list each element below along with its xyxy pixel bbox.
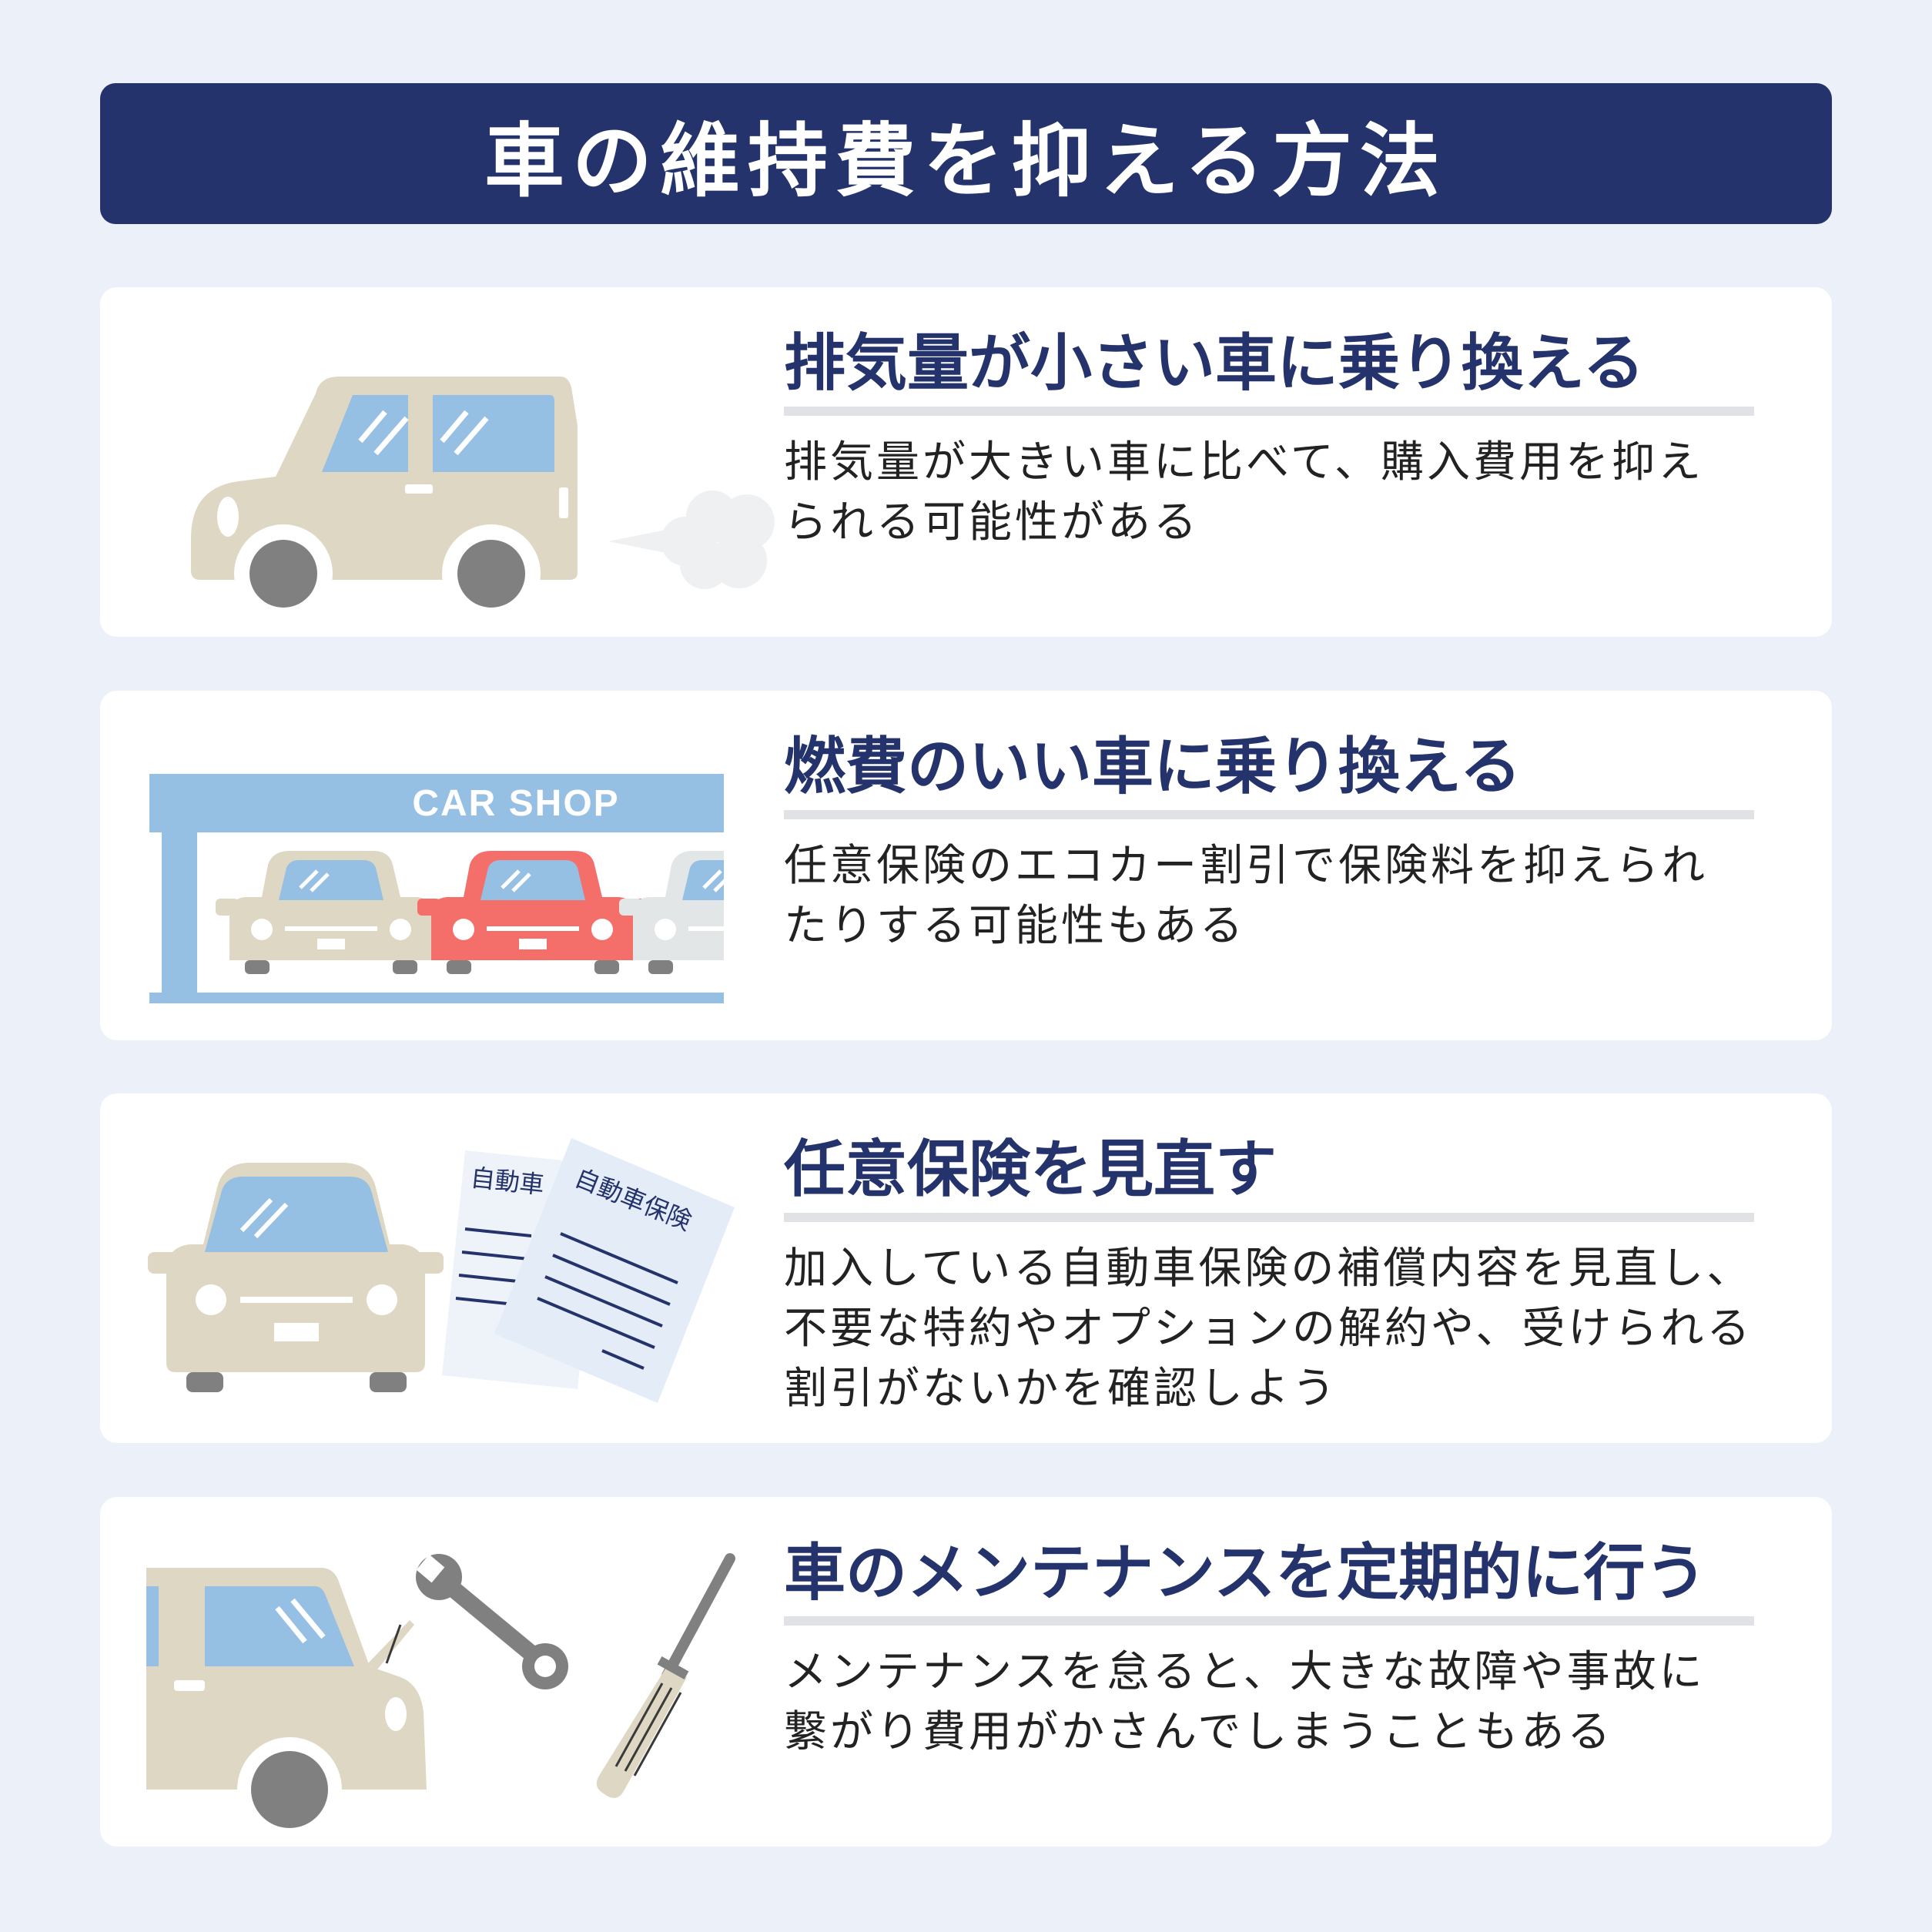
car-open-hood-icon	[146, 1568, 427, 1831]
card-small-displacement: 排気量が小さい車に乗り換える 排気量が大きい車に比べて、購入費用を抑え られる可…	[100, 287, 1832, 637]
card-title: 任意保険を見直す	[784, 1133, 1277, 1205]
red-car-icon	[417, 851, 648, 974]
beige-car-icon	[216, 851, 447, 974]
card-insurance-review: 自動車 自動車保険 任意保険を見直す 加入している自動車保険の補償内容を見直し、…	[100, 1093, 1832, 1443]
car-icon	[191, 377, 578, 621]
shop-sign-text: CAR SHOP	[412, 783, 619, 824]
exhaust-cloud-icon	[608, 491, 775, 589]
card-description: メンテナンスを怠ると、大きな故障や事故に 繋がり費用がかさんでしまうこともある	[784, 1647, 1706, 1757]
car-front-icon	[148, 1163, 444, 1392]
card-description: 排気量が大きい車に比べて、購入費用を抑え られる可能性がある	[784, 437, 1704, 547]
car-exhaust-illustration	[191, 377, 775, 621]
car-shop-building-icon: CAR SHOP	[149, 774, 724, 1003]
car-shop-illustration: CAR SHOP	[149, 774, 724, 1003]
card-regular-maintenance: 車のメンテナンスを定期的に行う メンテナンスを怠ると、大きな故障や事故に 繋がり…	[100, 1497, 1832, 1847]
insurance-document-icon: 自動車保険	[494, 1138, 735, 1403]
screwdriver-icon	[596, 1553, 735, 1798]
title-underline	[784, 1213, 1754, 1222]
card-title: 排気量が小さい車に乗り換える	[784, 327, 1645, 399]
title-underline	[784, 407, 1754, 416]
card-title: 車のメンテナンスを定期的に行う	[784, 1537, 1707, 1609]
card-fuel-efficient: CAR SHOP	[100, 691, 1832, 1040]
page-header: 車の維持費を抑える方法	[100, 83, 1832, 224]
insurance-illustration: 自動車 自動車保険	[148, 1138, 735, 1403]
title-underline	[784, 810, 1754, 819]
maintenance-illustration	[146, 1553, 735, 1831]
page-title: 車の維持費を抑える方法	[484, 114, 1448, 208]
gray-car-icon	[619, 851, 724, 974]
wrench-icon	[416, 1554, 568, 1689]
title-underline	[784, 1616, 1754, 1626]
card-title: 燃費のいい車に乗り換える	[784, 731, 1522, 802]
card-description: 加入している自動車保険の補償内容を見直し、 不要な特約やオプションの解約や、受け…	[784, 1244, 1753, 1414]
card-description: 任意保険のエコカー割引で保険料を抑えられ たりする可能性もある	[784, 841, 1708, 951]
